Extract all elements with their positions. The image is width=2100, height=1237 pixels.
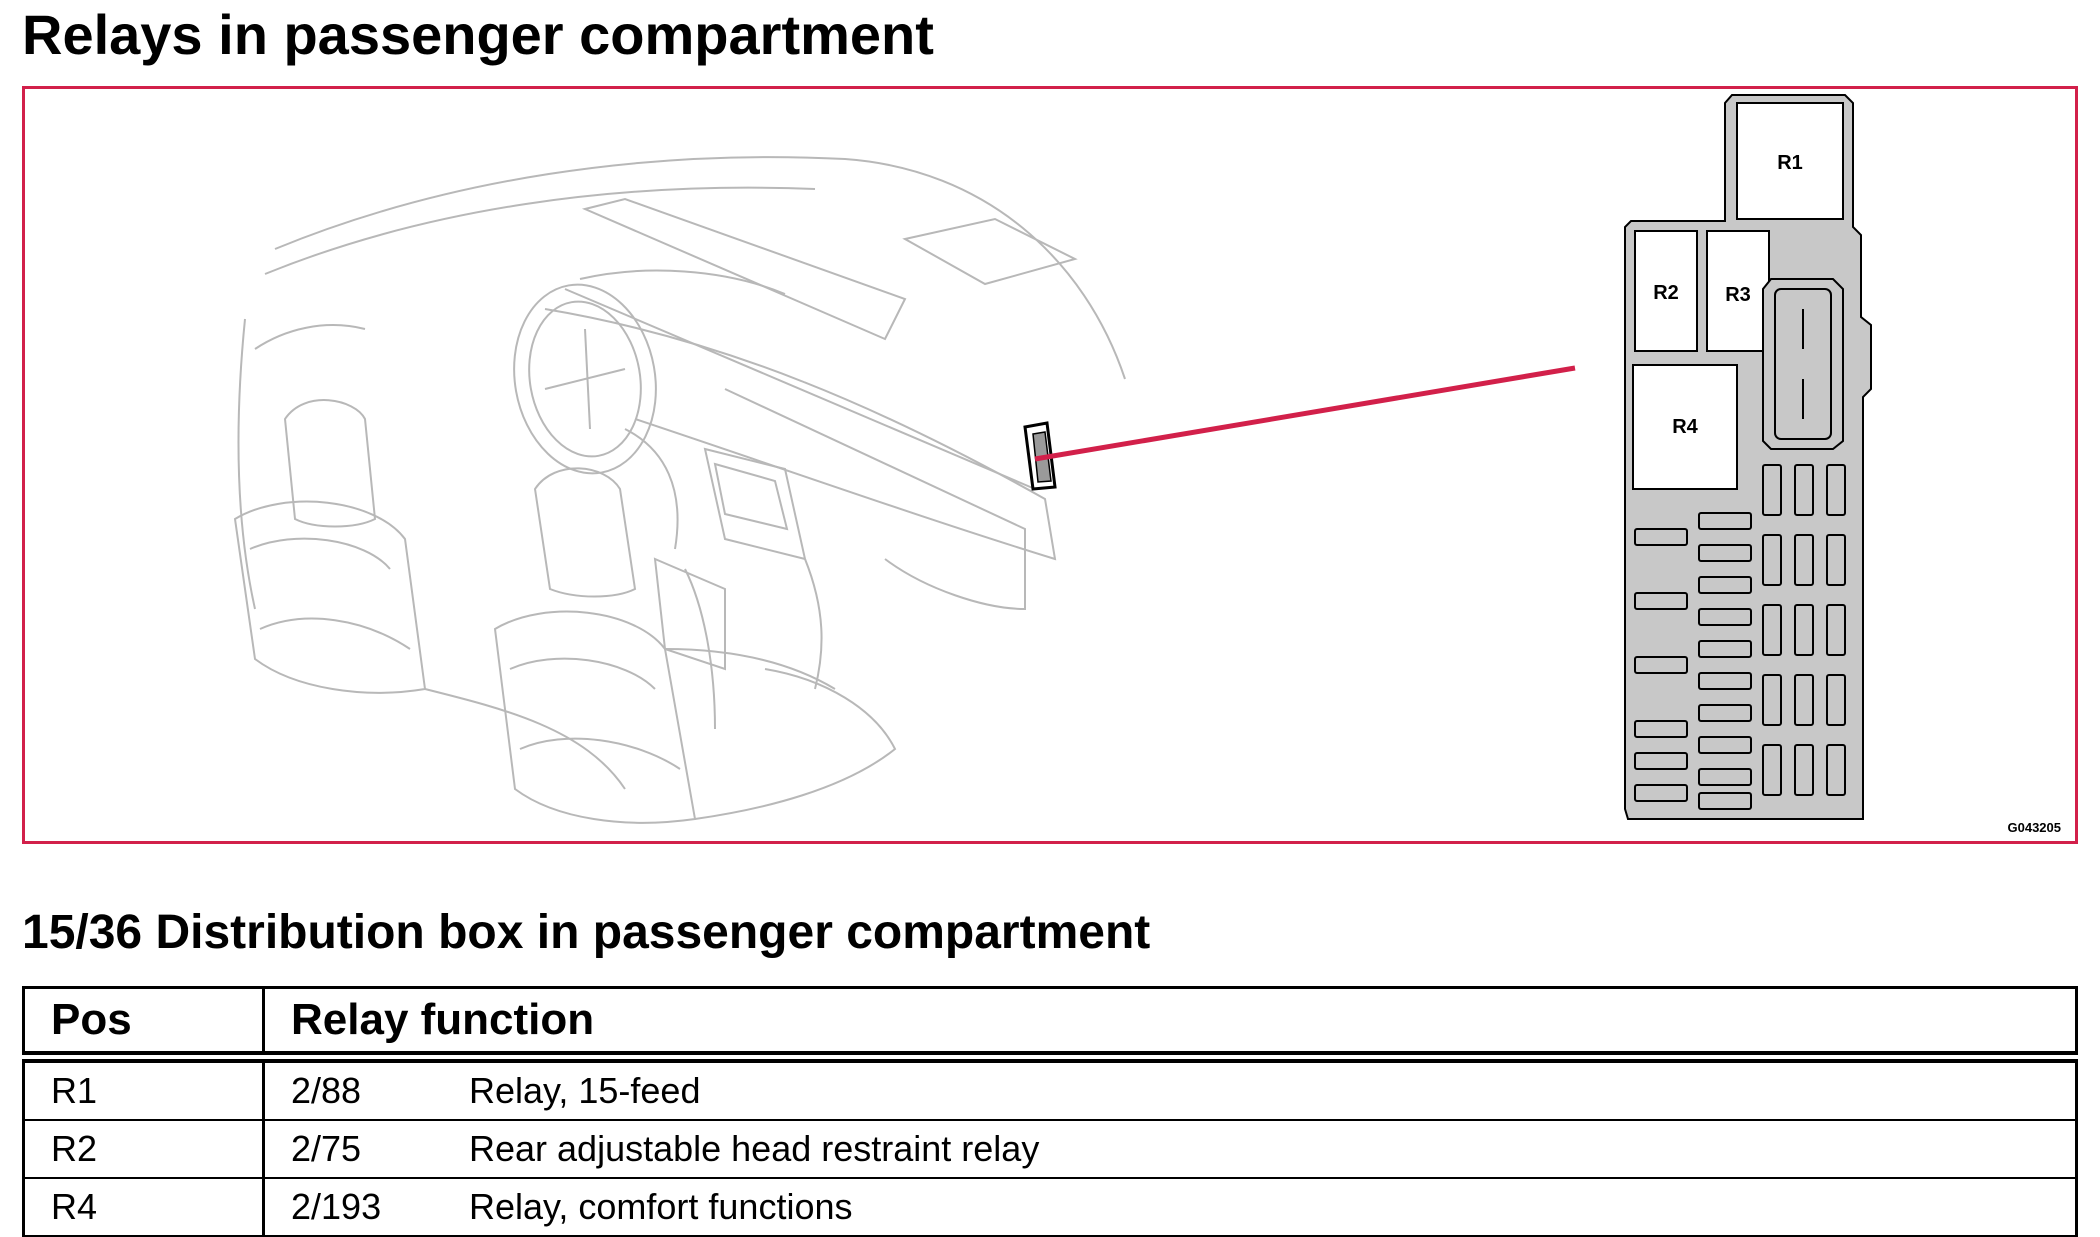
relay-label-r1: R1 <box>1777 152 1803 174</box>
relay-label-r4: R4 <box>1672 416 1698 438</box>
relay-label-r3: R3 <box>1725 284 1751 306</box>
row-number: 2/88 <box>291 1070 362 1111</box>
relay-location-illustration: R1 R2 R3 R4 <box>233 94 1872 824</box>
row-function: Relay, 15-feed <box>469 1070 701 1111</box>
distribution-box: R1 R2 R3 R4 <box>1624 94 1872 820</box>
relay-table: Pos Relay function R1 2/88 Relay, 15-feed… <box>22 986 2078 1237</box>
row-pos: R1 <box>22 1056 265 1121</box>
table-row: R2 2/75 Rear adjustable head restraint re… <box>22 1119 2078 1179</box>
figure-code: G043205 <box>2007 820 2062 835</box>
header-pos: Pos <box>22 986 265 1058</box>
relay-r1 <box>1736 102 1844 220</box>
relay-r4 <box>1632 364 1738 490</box>
fuse-slots <box>1634 464 1846 810</box>
row-function-cell: 2/75 Rear adjustable head restraint relay <box>263 1119 2078 1179</box>
row-number: 2/193 <box>291 1186 382 1227</box>
page-title: Relays in passenger compartment <box>22 3 934 66</box>
car-interior-illustration <box>233 156 1126 824</box>
header-relay-function: Relay function <box>263 986 2078 1058</box>
relay-location-figure: R1 R2 R3 R4 G043205 <box>22 86 2078 844</box>
row-pos: R4 <box>22 1177 265 1237</box>
table-header-row: Pos Relay function <box>22 986 2078 1058</box>
row-function: Rear adjustable head restraint relay <box>469 1128 1040 1169</box>
pointer-line <box>1034 365 1576 462</box>
row-function-cell: 2/193 Relay, comfort functions <box>263 1177 2078 1237</box>
section-title: 15/36 Distribution box in passenger comp… <box>22 906 1151 959</box>
relay-r2 <box>1634 230 1698 352</box>
table-row: R1 2/88 Relay, 15-feed <box>22 1056 2078 1121</box>
row-pos: R2 <box>22 1119 265 1179</box>
row-function: Relay, comfort functions <box>469 1186 853 1227</box>
table-row: R4 2/193 Relay, comfort functions <box>22 1177 2078 1237</box>
row-function-cell: 2/88 Relay, 15-feed <box>263 1056 2078 1121</box>
row-number: 2/75 <box>291 1128 362 1169</box>
relay-label-r2: R2 <box>1653 282 1679 304</box>
